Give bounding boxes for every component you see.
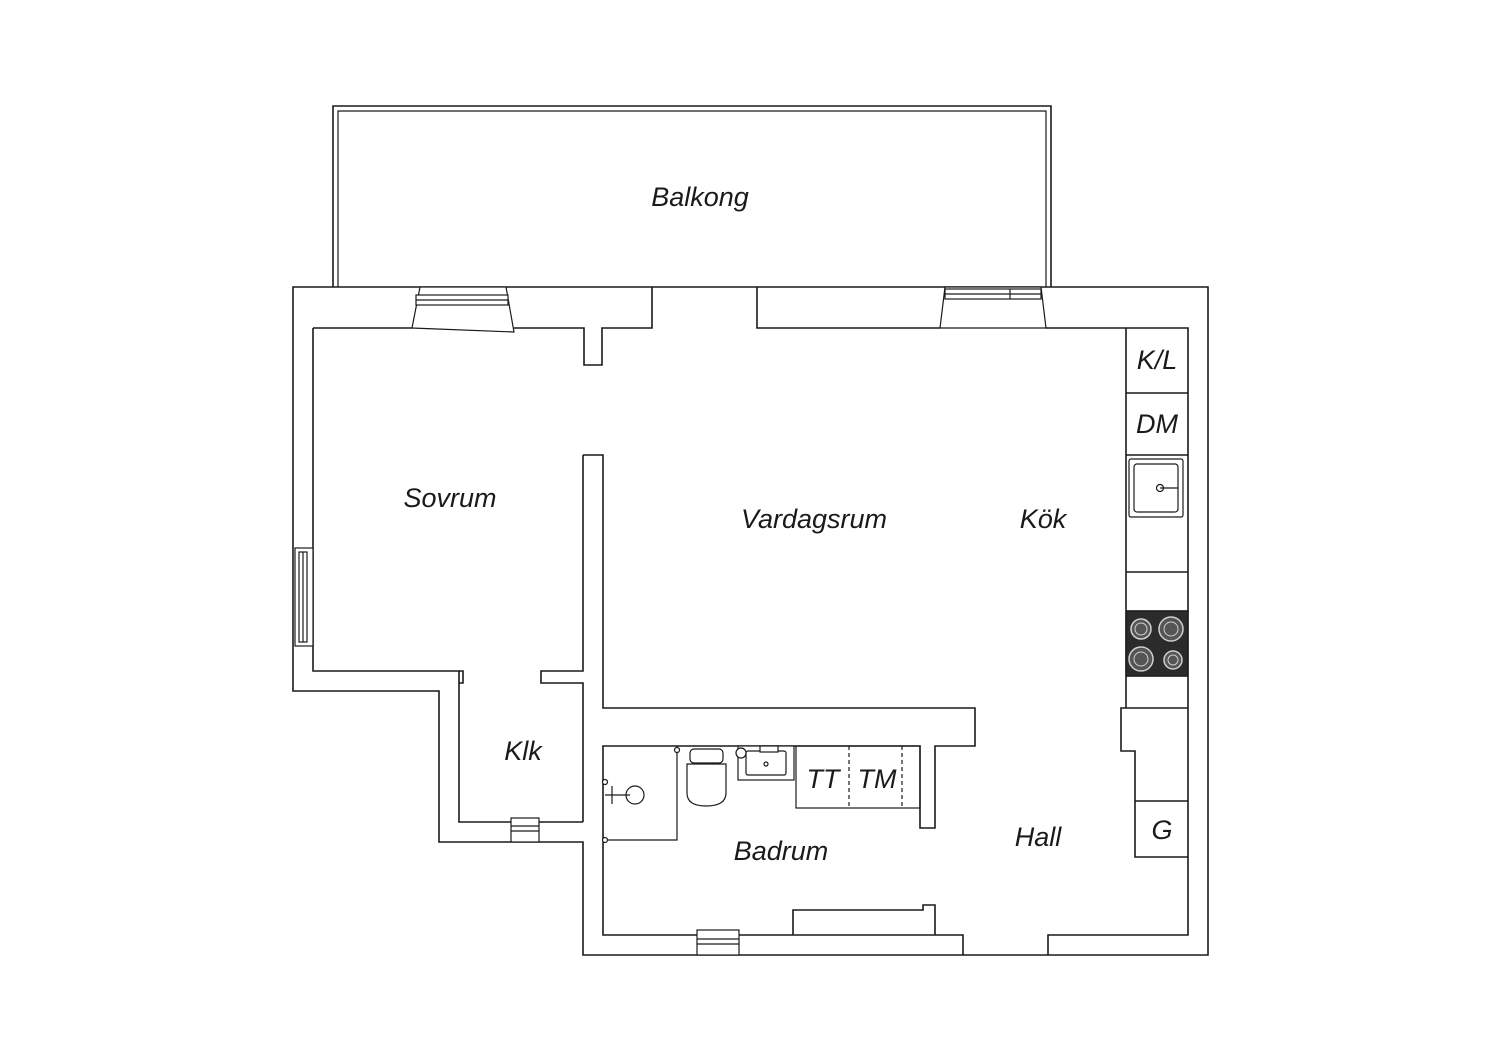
wardrobe-label: G bbox=[1151, 815, 1172, 845]
laundry-machines bbox=[795, 745, 921, 809]
hall-wardrobe bbox=[1134, 800, 1188, 858]
kitchen-hob bbox=[1125, 610, 1189, 677]
washer-label: TM bbox=[858, 764, 897, 794]
kitchen-sink bbox=[1128, 458, 1184, 518]
fridge-freezer-label: K/L bbox=[1137, 345, 1178, 375]
window-closet bbox=[510, 817, 540, 843]
balcony-label: Balkong bbox=[651, 182, 749, 212]
hall-label: Hall bbox=[1015, 822, 1063, 852]
bedroom-label: Sovrum bbox=[403, 483, 496, 513]
window-living-top bbox=[939, 286, 1047, 329]
window-bathroom bbox=[696, 929, 740, 956]
living-room-label: Vardagsrum bbox=[741, 504, 887, 534]
closet-label: Klk bbox=[504, 736, 543, 766]
window-bedroom-top bbox=[411, 286, 515, 333]
balcony bbox=[332, 105, 1052, 287]
bathroom-label: Badrum bbox=[734, 836, 829, 866]
toilet bbox=[686, 748, 727, 807]
dishwasher-label: DM bbox=[1136, 409, 1178, 439]
dryer-label: TT bbox=[807, 764, 842, 794]
shower bbox=[601, 746, 681, 844]
bathroom-sink bbox=[735, 745, 795, 781]
window-bedroom-left bbox=[294, 547, 314, 647]
kitchen-label: Kök bbox=[1020, 504, 1068, 534]
